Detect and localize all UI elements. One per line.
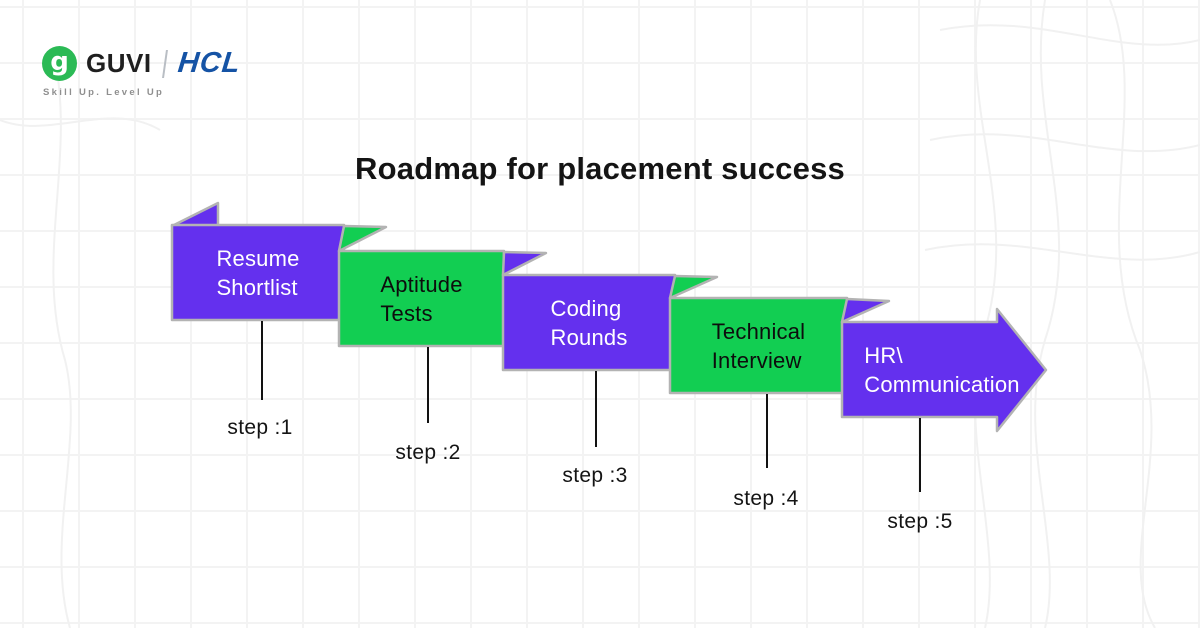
banner-label-technical-interview: Technical Interview [670,298,847,393]
hcl-wordmark: HCL [175,47,242,79]
brand-logo-row: g GUVI HCL [42,46,242,81]
page-title: Roadmap for placement success [355,150,845,186]
banner-label-hr-communication: HR\ Communication [842,322,1042,417]
step-label-5: step :5 [887,510,953,533]
banner-1-tail [170,201,220,228]
banner-label-text: Technical Interview [711,318,806,373]
banner-4-shape [668,296,849,395]
brand-header: g GUVI HCL Skill Up. Level Up [42,46,242,98]
banner-label-aptitude-tests: Aptitude Tests [339,251,504,346]
brand-tagline: Skill Up. Level Up [43,87,165,98]
banner-label-text: Coding Rounds [550,295,628,350]
banner-shapes [170,201,1048,433]
step-label-2: step :2 [395,441,461,464]
step-label-3: step :3 [562,464,628,487]
guvi-logo-icon: g [42,46,77,81]
banner-label-text: Resume Shortlist [216,245,300,300]
banner-label-resume-shortlist: Resume Shortlist [172,225,344,320]
banner-3-shape [501,273,677,372]
fold-4-5 [840,297,891,324]
fold-3-4 [668,274,719,300]
banner-label-text: HR\ Communication [864,342,1020,397]
banner-2-shape [337,249,506,348]
banner-5-arrow-shape [840,307,1048,433]
guvi-logo-glyph: g [50,46,69,77]
connector-lines [261,321,921,492]
step-label-1: step :1 [227,416,293,439]
fold-1-2 [337,224,388,253]
guvi-wordmark: GUVI [86,48,152,78]
logo-divider [161,49,168,78]
banner-label-text: Aptitude Tests [380,271,463,326]
banner-label-coding-rounds: Coding Rounds [503,275,675,370]
step-label-4: step :4 [733,487,799,510]
fold-2-3 [501,250,548,277]
